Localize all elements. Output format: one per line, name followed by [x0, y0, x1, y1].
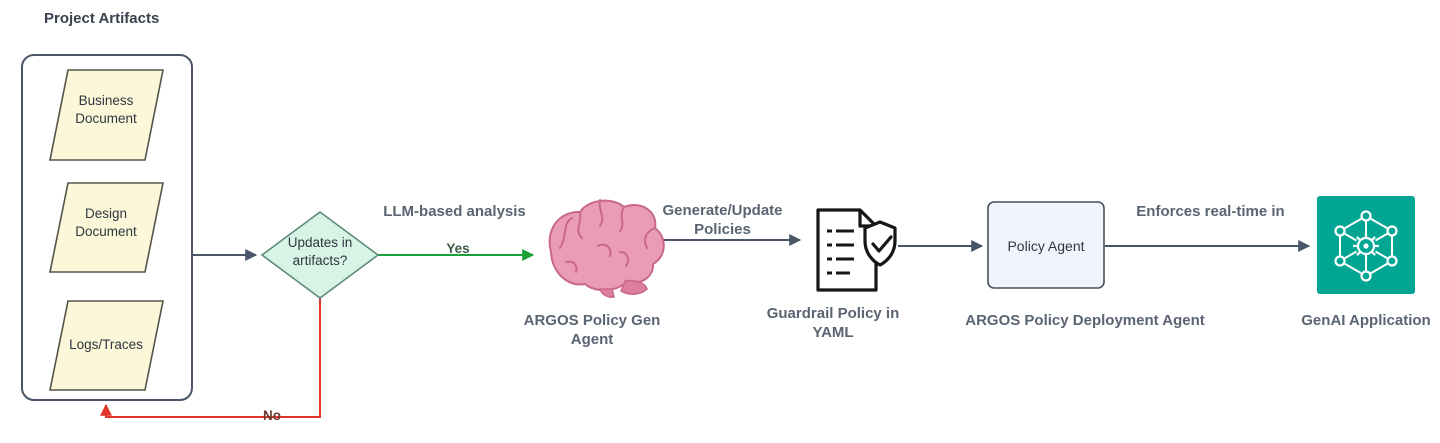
policy-document-shield-icon	[816, 208, 897, 292]
policy-deployment-agent-label: ARGOS Policy Deployment Agent	[965, 312, 1205, 329]
artifact-business-document-label: Business Document	[75, 93, 137, 126]
artifact-design-document-label: Design Document	[75, 206, 137, 239]
edge-label-no: No	[263, 408, 281, 423]
genai-application-label: GenAI Application	[1301, 312, 1431, 329]
guardrail-policy-label: Guardrail Policy in YAML	[766, 305, 900, 341]
edge-label-llm-analysis: LLM-based analysis	[383, 203, 526, 220]
artifact-shapes	[49, 69, 164, 391]
business-document-shape	[49, 69, 164, 161]
policy-agent-box	[987, 201, 1105, 289]
decision-label: Updates in artifacts?	[287, 235, 353, 268]
artifact-logs-traces-label: Logs/Traces	[69, 337, 143, 352]
page-title: Project Artifacts	[44, 10, 160, 27]
policy-agent-box-label: Policy Agent	[1007, 238, 1085, 254]
logs-traces-shape	[49, 300, 164, 391]
arrow-no-loop-back	[100, 298, 321, 418]
flow-arrows	[100, 234, 1311, 418]
decision-diamond-shape	[260, 211, 380, 299]
design-document-shape	[49, 182, 164, 273]
shield-check-icon	[863, 220, 897, 267]
project-artifacts-container	[21, 54, 193, 401]
brain-icon	[540, 194, 665, 308]
edge-label-yes: Yes	[446, 241, 470, 256]
policy-gen-agent-label: ARGOS Policy Gen Agent	[523, 312, 661, 348]
edge-label-enforces-realtime: Enforces real-time in	[1136, 203, 1285, 220]
edge-label-generate-update: Generate/Update Policies	[662, 202, 783, 238]
genai-network-gear-icon	[1317, 196, 1415, 294]
